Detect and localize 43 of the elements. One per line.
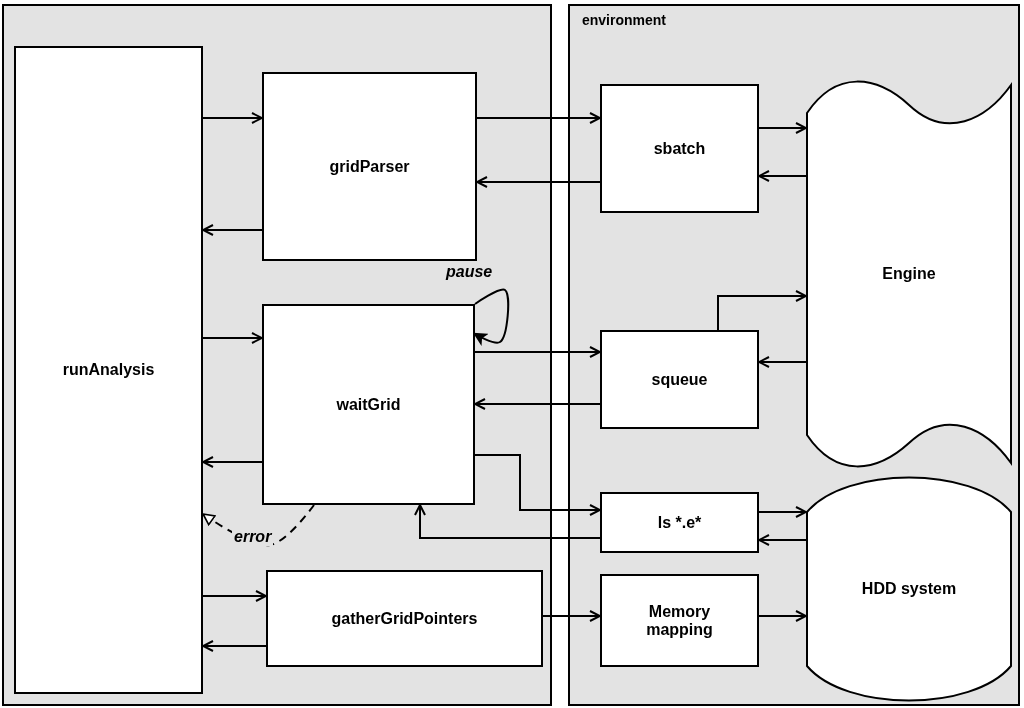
arrow [414, 504, 601, 539]
arrow [474, 346, 601, 358]
arrow [202, 456, 263, 468]
panel-background [2, 4, 552, 706]
arrow [473, 288, 510, 346]
process-box [262, 72, 477, 261]
arrow [758, 534, 807, 546]
arrow [202, 112, 263, 124]
edge-label: error [232, 528, 274, 546]
arrow [758, 610, 807, 622]
process-box [262, 304, 475, 505]
arrow [758, 170, 807, 182]
process-box [600, 492, 759, 553]
arrow [758, 122, 807, 134]
arrow [202, 640, 267, 652]
process-box [266, 570, 543, 667]
node-label: runAnalysis [62, 361, 155, 379]
node-label: gridParser [329, 157, 410, 176]
arrow [476, 176, 601, 188]
node-label: HDD system [861, 580, 957, 598]
arrow [202, 224, 263, 236]
process-box [600, 574, 759, 667]
arrow [202, 590, 267, 602]
arrow [758, 506, 807, 518]
node-label: waitGrid [336, 395, 401, 414]
node-label: gatherGridPointers [331, 609, 478, 628]
node-label: sbatch [653, 139, 706, 158]
process-box [600, 330, 759, 429]
process-box [600, 84, 759, 213]
node-label: squeue [651, 370, 708, 389]
process-box [14, 46, 203, 694]
node-label: Engine [882, 265, 936, 283]
arrow [542, 610, 601, 622]
panel-background [568, 4, 1020, 706]
node-label: ls *.e* [657, 513, 702, 532]
panel-heading: environment [582, 12, 666, 28]
arrow [717, 290, 807, 331]
arrow [476, 112, 601, 124]
node-label: Memory mapping [645, 602, 714, 639]
arrow [758, 356, 807, 368]
arrow [474, 454, 601, 516]
arrow [474, 398, 601, 410]
arrow [202, 332, 263, 344]
